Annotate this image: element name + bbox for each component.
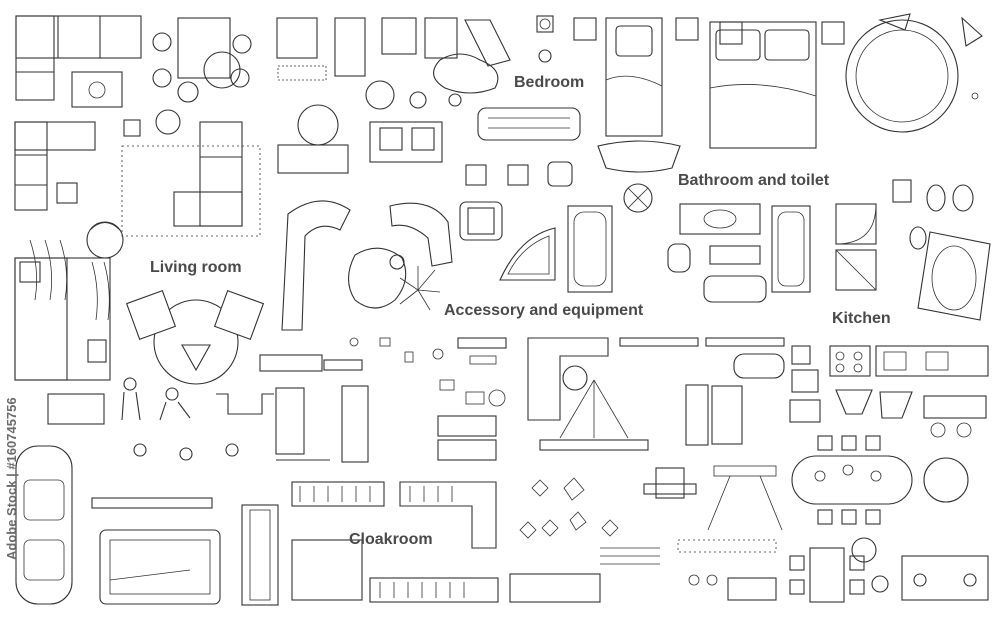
- shower-tray-round: [623, 183, 653, 213]
- stock-watermark: Adobe Stock | #160745756: [4, 397, 19, 560]
- rug-with-plant: [71, 71, 123, 108]
- bathtub-long: [771, 205, 811, 293]
- nightstands-top: [536, 15, 845, 63]
- dining-set-oval: [791, 435, 913, 525]
- starburst-rug: [389, 254, 441, 311]
- fixtures-bottom: [600, 465, 783, 601]
- table-four-chairs: [789, 547, 865, 603]
- people-figures: [121, 377, 239, 461]
- rug-small: [277, 65, 327, 81]
- toilets-right: [892, 179, 974, 250]
- potted-plants: [519, 477, 877, 563]
- armchair-round: [86, 221, 124, 259]
- square-table-chairs: [871, 555, 989, 601]
- office-desk-l: [527, 337, 609, 421]
- double-bed: [709, 21, 817, 149]
- car-top-view: [15, 445, 73, 605]
- kitchen-appliances: [733, 345, 989, 379]
- label-kitchen: Kitchen: [832, 310, 891, 327]
- tv-projection: [539, 379, 649, 451]
- round-bed: [845, 13, 983, 133]
- plant-tables: [365, 80, 462, 110]
- small-accessories: [349, 337, 507, 407]
- sofa-with-cushions: [369, 121, 443, 163]
- chesterfield-sofa: [477, 107, 581, 141]
- sinks-and-hobs: [789, 369, 987, 423]
- fur-rug-center: [347, 247, 407, 309]
- pool-table: [99, 529, 221, 605]
- l-sectional-sofa: [173, 121, 243, 227]
- jacuzzi-tub: [917, 231, 991, 321]
- animal-skin-rug: [433, 53, 499, 94]
- round-table-kitchen: [923, 422, 972, 503]
- label-cloakroom: Cloakroom: [349, 531, 433, 548]
- long-wall-bench: [91, 497, 213, 509]
- shower-corner: [835, 203, 877, 291]
- corner-bathtub: [499, 227, 556, 281]
- corner-sofa-top-left: [15, 15, 142, 101]
- chair-with-arms: [459, 201, 503, 241]
- three-seat-sofa: [14, 257, 111, 381]
- wall-units: [619, 337, 785, 446]
- label-living-room: Living room: [150, 259, 242, 276]
- gym-equipment: [216, 385, 369, 463]
- bench-long: [47, 393, 105, 425]
- label-accessory-and-equipment: Accessory and equipment: [444, 302, 644, 319]
- toilet-wall: [667, 243, 767, 303]
- armchairs-row-top: [276, 17, 511, 77]
- books-shelf: [437, 415, 497, 461]
- lounge-sofas-curved: [281, 200, 453, 331]
- dining-table-round: [277, 104, 349, 174]
- armchairs-round-table: [125, 289, 265, 385]
- label-bedroom: Bedroom: [514, 74, 585, 91]
- single-bed: [605, 17, 663, 137]
- tall-cabinet: [241, 504, 279, 606]
- bathtub-rect: [567, 205, 613, 293]
- wardrobes-cloakroom: [291, 481, 601, 603]
- stools-row: [465, 161, 573, 187]
- textured-carpet: [121, 145, 261, 237]
- small-side-table: [56, 109, 181, 204]
- curtain-lines: [29, 239, 110, 321]
- round-table-chairs-cluster: [152, 17, 252, 103]
- sink-counter: [679, 203, 761, 235]
- ornate-bench: [597, 140, 681, 173]
- l-sofa-left: [14, 121, 96, 211]
- tv-console: [259, 354, 363, 372]
- label-bathroom-and-toilet: Bathroom and toilet: [678, 172, 830, 189]
